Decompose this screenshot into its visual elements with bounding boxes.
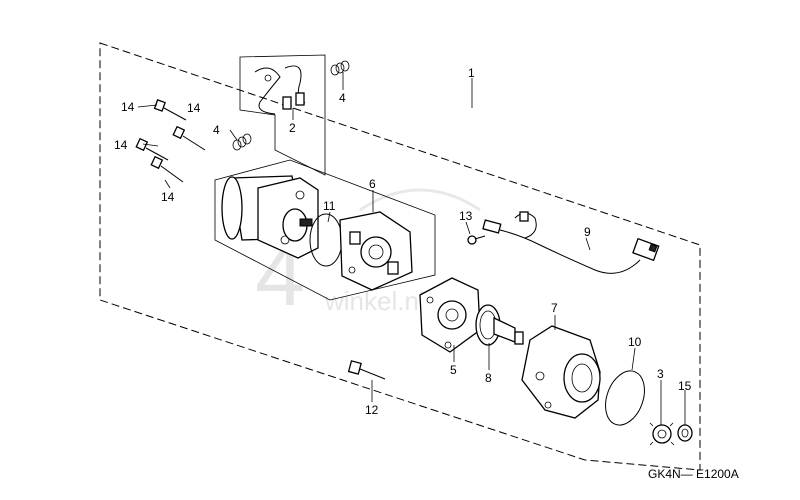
- housing-subgroup-outline: [214, 159, 436, 301]
- callout-8: 8: [485, 371, 492, 385]
- brush-wire-assembly: [254, 65, 306, 115]
- callout-14-a: 14: [121, 100, 135, 114]
- callout-14-d: 14: [161, 190, 175, 204]
- pinion-gear-3: [649, 422, 675, 446]
- spring-lower: [232, 133, 252, 151]
- callout-5: 5: [450, 363, 457, 377]
- callout-10: 10: [628, 335, 642, 349]
- callout-11: 11: [323, 199, 336, 213]
- bolt-14-c: [135, 137, 169, 161]
- callout-6: 6: [369, 177, 376, 191]
- bolt-12: [347, 360, 386, 380]
- callout-1: 1: [468, 66, 475, 80]
- spring-upper: [330, 60, 350, 76]
- assembly-outline: [99, 42, 701, 471]
- o-ring-10: [605, 370, 645, 426]
- callout-12: 12: [365, 403, 379, 417]
- callout-14-c: 14: [114, 138, 128, 152]
- bolt-14-a: [153, 99, 187, 121]
- motor-yoke: [221, 175, 319, 259]
- bolt-14-b: [172, 125, 206, 151]
- bolt-14-d: [150, 155, 184, 183]
- screw-13: [467, 235, 486, 245]
- washer-15: [677, 424, 693, 442]
- callout-3: 3: [657, 367, 664, 381]
- brush-holder-plate: [339, 211, 413, 291]
- gear-shaft-8: [475, 304, 524, 346]
- callout-15: 15: [678, 379, 692, 393]
- callout-4-upper: 4: [339, 91, 346, 105]
- gear-housing-7: [521, 325, 601, 419]
- callout-14-b: 14: [187, 101, 201, 115]
- gear-cover-5: [419, 277, 481, 353]
- callout-2: 2: [289, 121, 296, 135]
- callout-13: 13: [459, 209, 473, 223]
- drawing-code: GK4N— E1200A: [648, 467, 739, 481]
- watermark-small: winkel.nl: [324, 286, 425, 316]
- brush-subgroup-outline: [239, 54, 326, 176]
- callout-7: 7: [551, 301, 558, 315]
- wire-harness-9: [482, 211, 660, 274]
- callout-4-lower: 4: [213, 123, 220, 137]
- callout-9: 9: [584, 225, 591, 239]
- leader-lines: [137, 72, 686, 425]
